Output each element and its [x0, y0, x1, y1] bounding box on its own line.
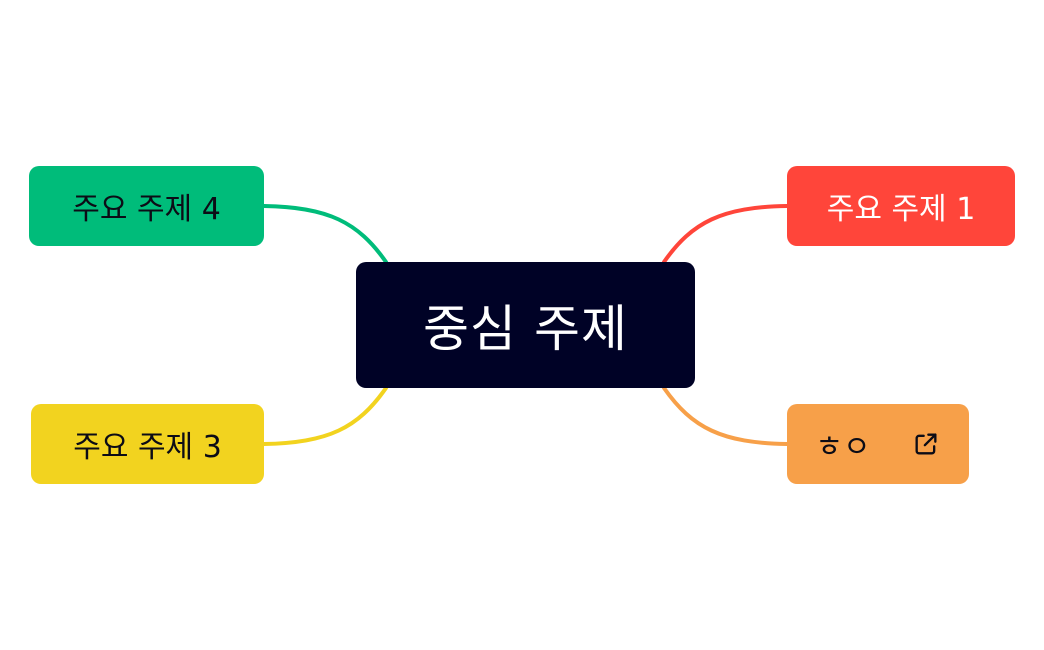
topic-node-4[interactable]: 주요 주제 4	[29, 166, 264, 246]
topic-node-3[interactable]: 주요 주제 3	[31, 404, 264, 484]
connector-topic-2	[662, 386, 789, 446]
topic-node-1[interactable]: 주요 주제 1	[787, 166, 1015, 246]
external-link-icon[interactable]	[911, 429, 941, 459]
connector-topic-4	[262, 204, 388, 264]
central-topic-label: 중심 주제	[423, 300, 628, 358]
connector-topic-3	[262, 386, 388, 446]
topic-label-3: 주요 주제 3	[73, 430, 222, 465]
topic-label-2: ㅎㅇ	[815, 430, 871, 465]
topic-label-1: 주요 주제 1	[826, 192, 976, 227]
connector-topic-1	[662, 204, 789, 264]
topic-label-4: 주요 주제 4	[72, 192, 221, 227]
central-topic-node[interactable]: 중심 주제	[356, 262, 695, 388]
topic-node-2[interactable]: ㅎㅇ	[787, 404, 969, 484]
